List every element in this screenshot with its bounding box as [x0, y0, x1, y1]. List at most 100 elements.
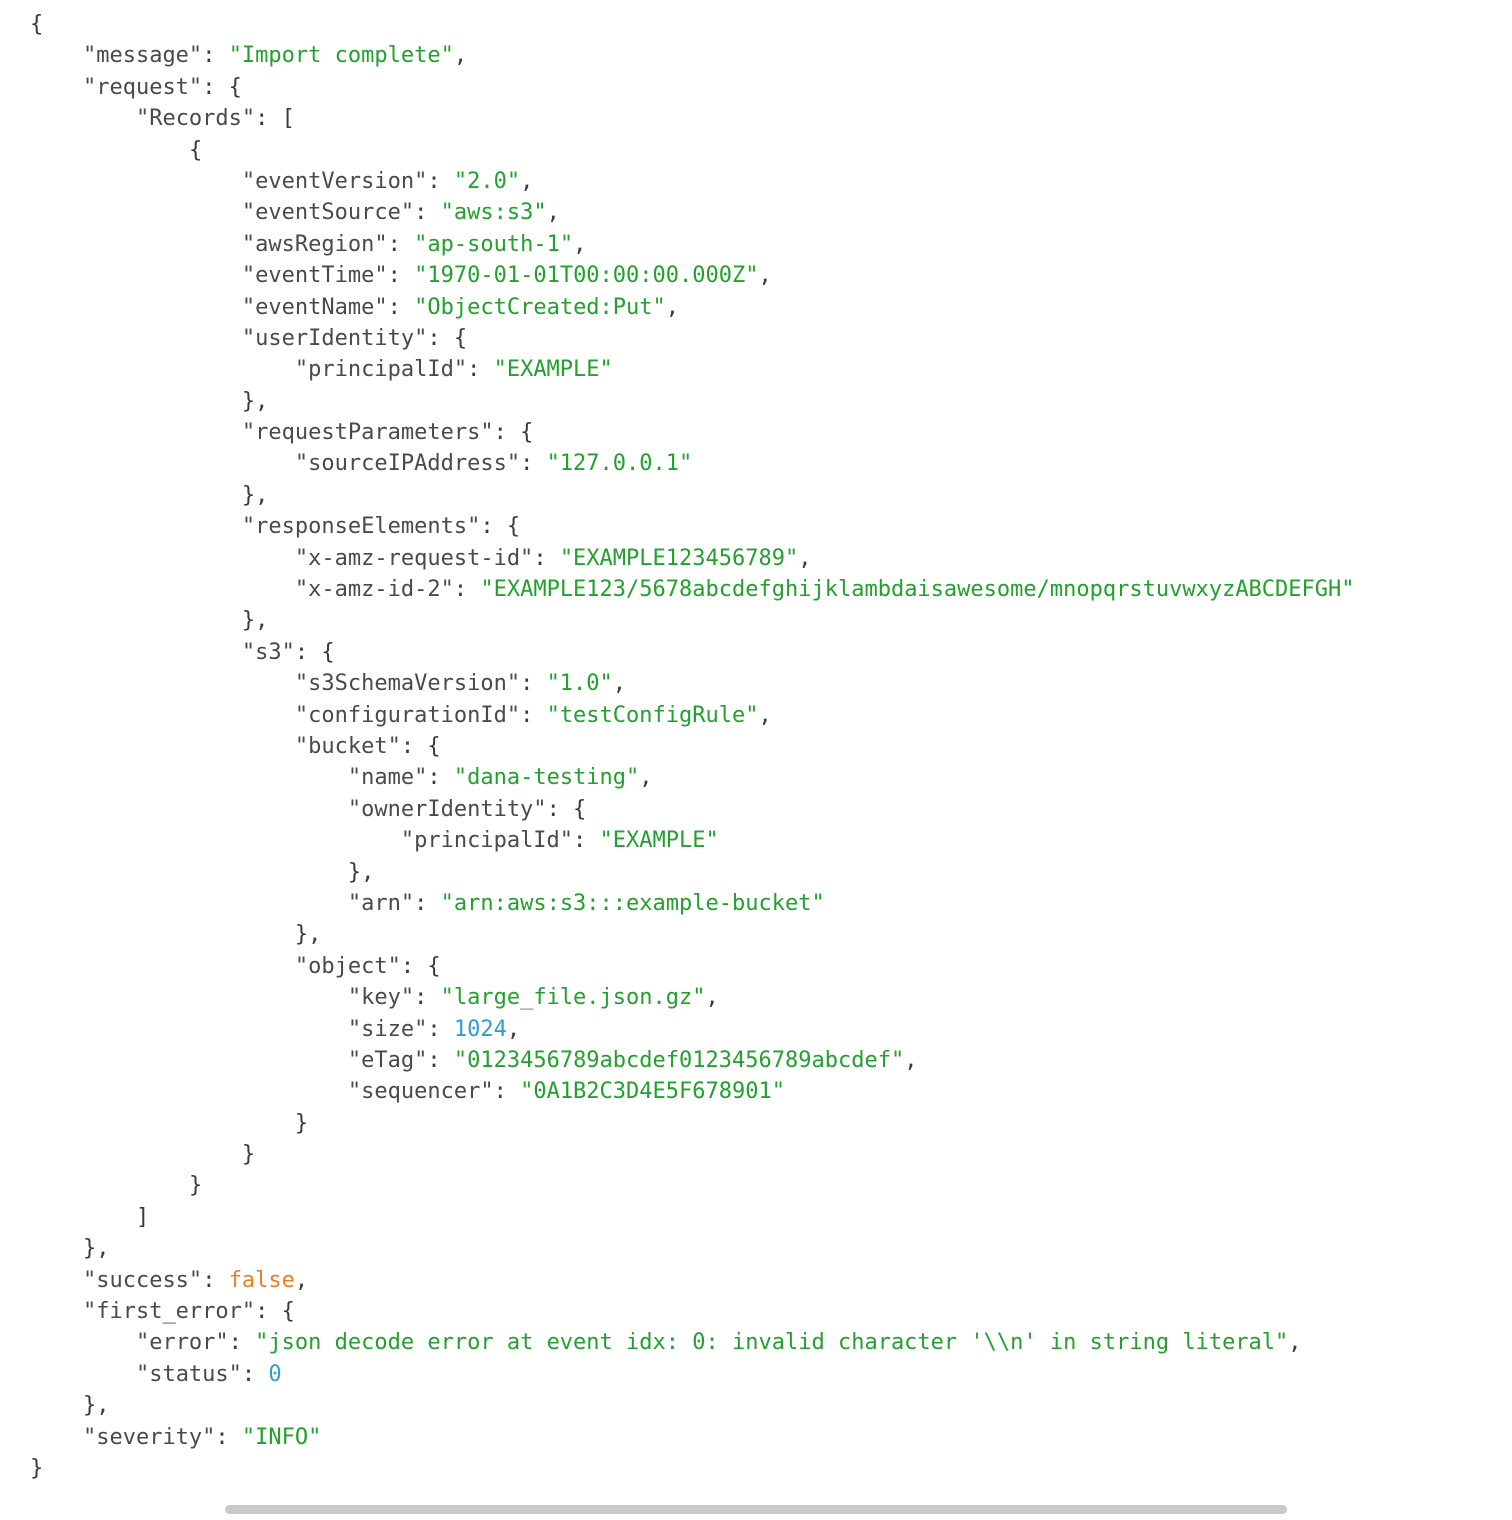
json-punctuation: : — [453, 577, 481, 603]
json-punctuation: { — [188, 137, 203, 163]
json-punctuation: : — [427, 765, 454, 791]
code-line: }, — [30, 1390, 1502, 1421]
json-number: 1024 — [453, 1016, 507, 1042]
json-key: "name" — [347, 765, 428, 791]
json-key: "bucket" — [294, 733, 401, 759]
json-key: "object" — [294, 953, 401, 979]
json-punctuation: : { — [546, 796, 587, 822]
json-punctuation: { — [30, 12, 44, 37]
json-punctuation: ] — [135, 1204, 150, 1230]
json-string: "EXAMPLE" — [599, 828, 719, 854]
code-line: "sequencer": "0A1B2C3D4E5F678901" — [30, 1076, 1502, 1107]
json-key: "ownerIdentity" — [347, 796, 547, 822]
json-punctuation: : — [467, 357, 494, 383]
code-line: ] — [30, 1202, 1502, 1233]
json-string: "json decode error at event idx: 0: inva… — [255, 1330, 1289, 1356]
json-string: "1970-01-01T00:00:00.000Z" — [414, 263, 759, 289]
json-key: "arn" — [347, 890, 415, 916]
code-line: }, — [30, 1233, 1502, 1264]
code-line: "eventSource": "aws:s3", — [30, 197, 1502, 228]
json-key: "principalId" — [400, 828, 574, 854]
code-line: } — [30, 1170, 1502, 1201]
code-line: "ownerIdentity": { — [30, 794, 1502, 825]
code-line: "x-amz-request-id": "EXAMPLE123456789", — [30, 543, 1502, 574]
json-punctuation: }, — [82, 1393, 110, 1419]
json-punctuation: : — [414, 890, 441, 916]
json-key: "status" — [135, 1361, 242, 1387]
code-line: "userIdentity": { — [30, 323, 1502, 354]
json-string: "arn:aws:s3:::example-bucket" — [440, 890, 825, 916]
json-punctuation: : { — [255, 1299, 295, 1325]
json-punctuation: : { — [427, 325, 468, 351]
code-line: "eventTime": "1970-01-01T00:00:00.000Z", — [30, 260, 1502, 291]
json-punctuation: : — [215, 1424, 242, 1450]
code-line: }, — [30, 480, 1502, 511]
json-punctuation: : — [427, 1047, 454, 1073]
code-line: "configurationId": "testConfigRule", — [30, 700, 1502, 731]
json-punctuation: : — [493, 1079, 521, 1105]
json-punctuation: : — [241, 1361, 269, 1387]
json-punctuation: : — [533, 545, 560, 571]
code-line: "request": { — [30, 72, 1502, 103]
json-string: "EXAMPLE" — [493, 357, 613, 383]
code-line: "s3": { — [30, 637, 1502, 668]
json-key: "first_error" — [82, 1299, 256, 1325]
json-string: "127.0.0.1" — [546, 451, 693, 477]
json-string: "EXAMPLE123456789" — [559, 545, 799, 571]
json-key: "awsRegion" — [241, 231, 388, 257]
json-punctuation: : { — [400, 953, 441, 979]
json-punctuation: , — [573, 231, 587, 257]
json-punctuation: , — [294, 1267, 309, 1293]
json-key: "eTag" — [347, 1047, 428, 1073]
json-punctuation: : — [387, 231, 415, 257]
json-key: "responseElements" — [241, 514, 481, 540]
json-key: "sequencer" — [347, 1079, 494, 1105]
code-line: } — [30, 1139, 1502, 1170]
json-punctuation: : — [520, 702, 547, 728]
code-line: "arn": "arn:aws:s3:::example-bucket" — [30, 888, 1502, 919]
json-key: "eventVersion" — [241, 168, 428, 194]
code-line: "bucket": { — [30, 731, 1502, 762]
json-punctuation: : — [387, 263, 415, 289]
json-string: "Import complete" — [228, 43, 454, 69]
json-key: "key" — [347, 985, 415, 1011]
json-punctuation: }, — [347, 859, 375, 885]
json-punctuation: }, — [241, 482, 269, 508]
code-line: }, — [30, 605, 1502, 636]
json-key: "size" — [347, 1016, 428, 1042]
code-line: "principalId": "EXAMPLE" — [30, 354, 1502, 385]
json-punctuation: } — [241, 1142, 256, 1168]
code-line: "eTag": "0123456789abcdef0123456789abcde… — [30, 1045, 1502, 1076]
json-key: "s3" — [241, 639, 295, 665]
json-string: "testConfigRule" — [546, 702, 759, 728]
code-line: "responseElements": { — [30, 511, 1502, 542]
json-punctuation: }, — [82, 1236, 110, 1262]
json-key: "message" — [82, 43, 203, 69]
json-punctuation: , — [612, 671, 627, 697]
json-number: 0 — [268, 1361, 282, 1387]
json-punctuation: : — [520, 671, 547, 697]
code-line: "eventName": "ObjectCreated:Put", — [30, 292, 1502, 323]
json-boolean: false — [228, 1267, 295, 1293]
code-line: "error": "json decode error at event idx… — [30, 1327, 1502, 1358]
json-string: "ObjectCreated:Put" — [414, 294, 666, 320]
horizontal-scrollbar-thumb[interactable] — [225, 1505, 1287, 1514]
json-punctuation: , — [506, 1016, 521, 1042]
json-string: "0123456789abcdef0123456789abcdef" — [453, 1047, 905, 1073]
code-line: { — [30, 9, 1502, 40]
json-punctuation: }, — [294, 922, 322, 948]
json-key: "x-amz-id-2" — [294, 577, 454, 603]
json-punctuation: , — [665, 294, 680, 320]
code-line: "requestParameters": { — [30, 417, 1502, 448]
code-line: "s3SchemaVersion": "1.0", — [30, 668, 1502, 699]
code-line: "key": "large_file.json.gz", — [30, 982, 1502, 1013]
json-key: "success" — [82, 1267, 203, 1293]
code-line: "x-amz-id-2": "EXAMPLE123/5678abcdefghij… — [30, 574, 1502, 605]
code-line: "success": false, — [30, 1265, 1502, 1296]
json-punctuation: , — [639, 765, 653, 791]
code-line: { — [30, 135, 1502, 166]
json-key: "error" — [135, 1330, 229, 1356]
json-key: "request" — [82, 74, 203, 100]
json-punctuation: : { — [202, 74, 242, 100]
json-punctuation: , — [705, 985, 719, 1011]
